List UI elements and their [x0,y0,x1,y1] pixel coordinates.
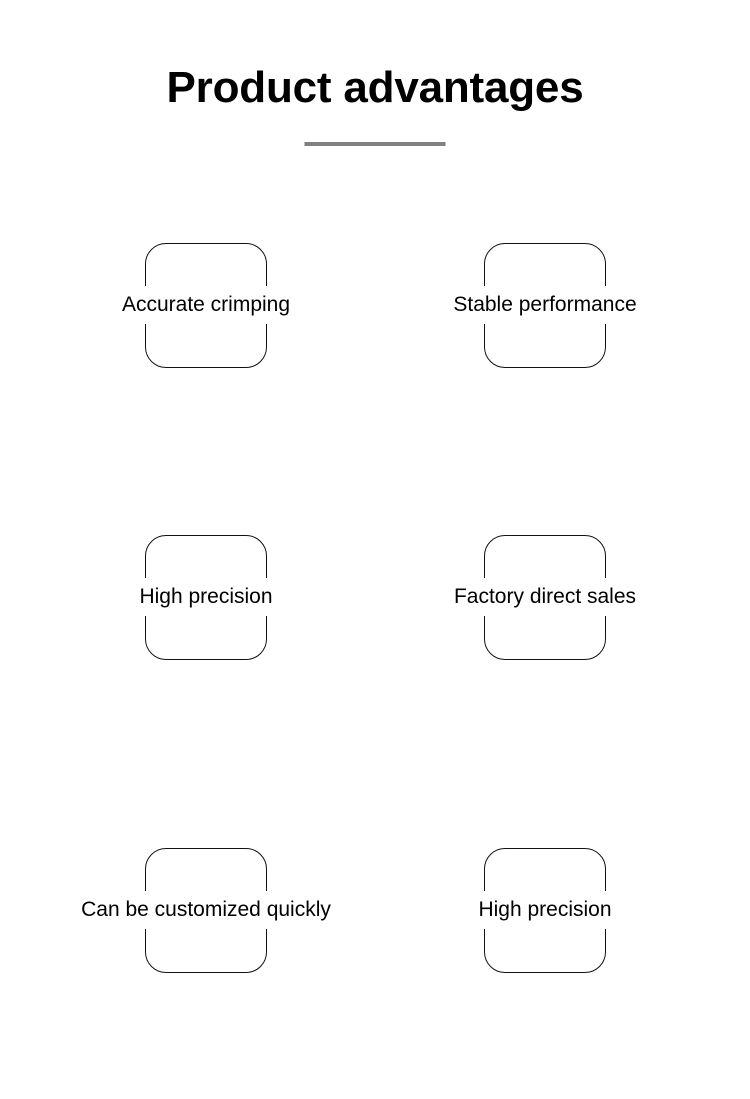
advantage-label: Stable performance [447,286,643,324]
advantage-label: Can be customized quickly [75,891,337,929]
advantage-label: High precision [472,891,618,929]
page-title: Product advantages [166,63,584,112]
advantage-label: Factory direct sales [447,578,643,616]
title-divider [304,142,446,146]
advantage-label: Accurate crimping [115,286,297,324]
advantage-label: High precision [133,578,279,616]
